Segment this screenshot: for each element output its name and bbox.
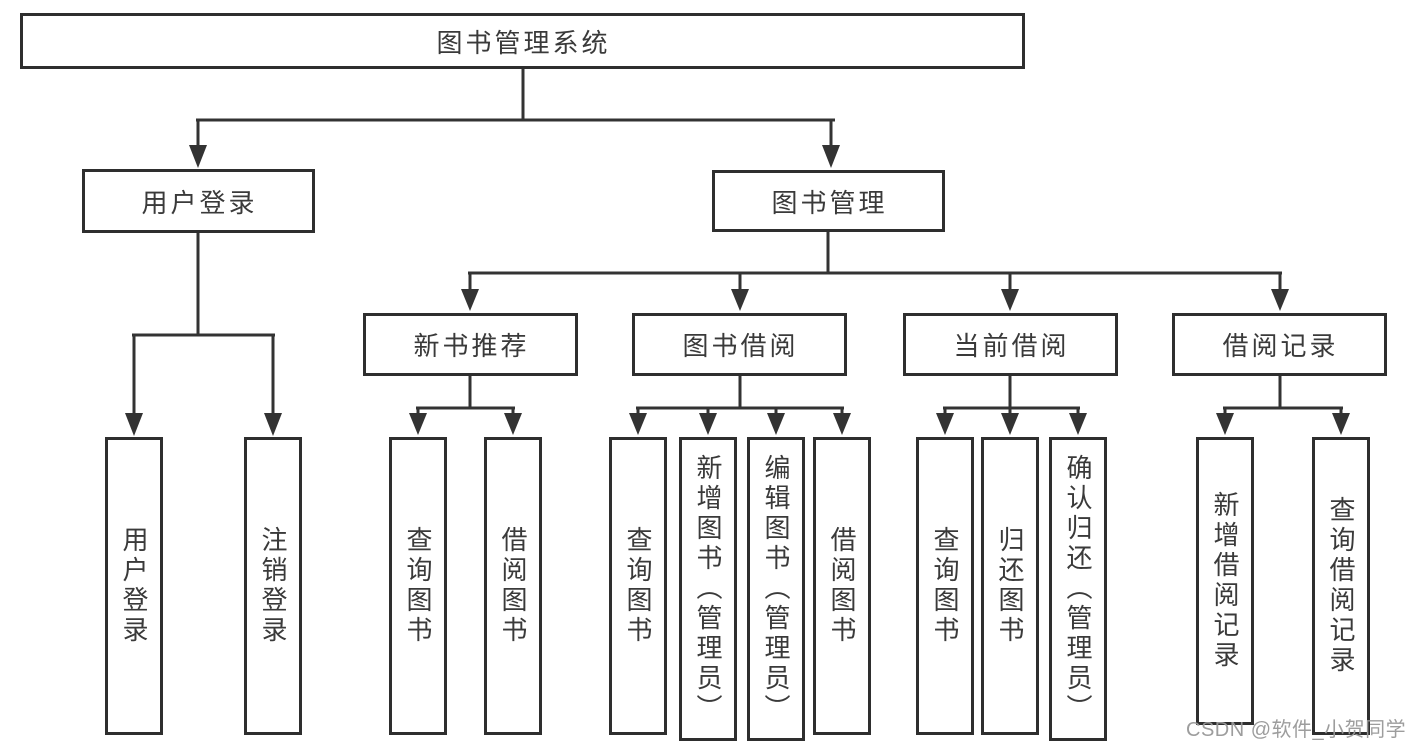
leaf-new-books-query-label: 查询图书 (403, 526, 433, 646)
node-book-mgmt: 图书管理 (712, 170, 945, 232)
leaf-new-books-borrow-label: 借阅图书 (498, 526, 528, 646)
leaf-borrow-edit-admin: 编辑图书（管理员） (747, 437, 805, 741)
leaf-logout-label: 注销登录 (258, 526, 288, 646)
connector-book-borrow (636, 376, 844, 416)
node-user-login-label: 用户登录 (141, 187, 258, 218)
leaf-query-record: 查询借阅记录 (1312, 437, 1370, 735)
leaf-new-books-query: 查询图书 (389, 437, 447, 735)
node-current-borrow-label: 当前借阅 (953, 331, 1070, 361)
node-new-books-label: 新书推荐 (413, 331, 530, 361)
leaf-borrow-edit-admin-label: 编辑图书（管理员） (761, 454, 791, 724)
leaf-current-query-label: 查询图书 (930, 526, 960, 646)
node-borrow-records: 借阅记录 (1172, 313, 1387, 376)
node-book-borrow: 图书借阅 (632, 313, 847, 376)
csdn-watermark: CSDN @软件_小贺同学 (1186, 719, 1405, 741)
connector-current-borrow-arrows (936, 413, 1087, 435)
connector-user-login-arrows (125, 413, 282, 436)
node-book-mgmt-label: 图书管理 (771, 187, 888, 218)
leaf-borrow-add-admin: 新增图书（管理员） (679, 437, 737, 741)
node-book-borrow-label: 图书借阅 (682, 331, 799, 361)
connector-borrow-records-arrows (1216, 413, 1350, 435)
connector-new-books-arrows (409, 413, 522, 435)
node-borrow-records-label: 借阅记录 (1222, 331, 1339, 361)
leaf-query-record-label: 查询借阅记录 (1326, 496, 1356, 676)
leaf-confirm-return-admin-label: 确认归还（管理员） (1063, 454, 1093, 724)
leaf-confirm-return-admin: 确认归还（管理员） (1049, 437, 1107, 741)
connector-root (196, 69, 835, 147)
leaf-new-books-borrow: 借阅图书 (484, 437, 542, 735)
leaf-current-query: 查询图书 (916, 437, 974, 735)
leaf-add-record: 新增借阅记录 (1196, 437, 1254, 725)
leaf-add-record-label: 新增借阅记录 (1210, 491, 1240, 671)
leaf-borrow-query: 查询图书 (609, 437, 667, 735)
node-root: 图书管理系统 (20, 13, 1025, 69)
connector-borrow-records (1223, 376, 1343, 416)
leaf-user-login: 用户登录 (105, 437, 163, 735)
connector-new-books (416, 376, 515, 416)
connector-book-borrow-arrows (629, 413, 851, 435)
leaf-borrow-book: 借阅图书 (813, 437, 871, 735)
leaf-return-book-label: 归还图书 (995, 526, 1025, 646)
leaf-borrow-add-admin-label: 新增图书（管理员） (693, 454, 723, 724)
leaf-logout: 注销登录 (244, 437, 302, 735)
connector-root-arrows (189, 145, 840, 168)
connector-book-mgmt (468, 232, 1282, 291)
node-user-login: 用户登录 (82, 169, 315, 233)
connector-book-mgmt-arrows (461, 289, 1289, 311)
leaf-borrow-query-label: 查询图书 (623, 526, 653, 646)
leaf-user-login-label: 用户登录 (119, 526, 149, 646)
node-root-label: 图书管理系统 (436, 27, 611, 58)
node-new-books: 新书推荐 (363, 313, 578, 376)
connector-user-login (132, 233, 275, 415)
leaf-return-book: 归还图书 (981, 437, 1039, 735)
node-current-borrow: 当前借阅 (903, 313, 1118, 376)
connector-current-borrow (943, 376, 1080, 416)
leaf-borrow-book-label: 借阅图书 (827, 526, 857, 646)
